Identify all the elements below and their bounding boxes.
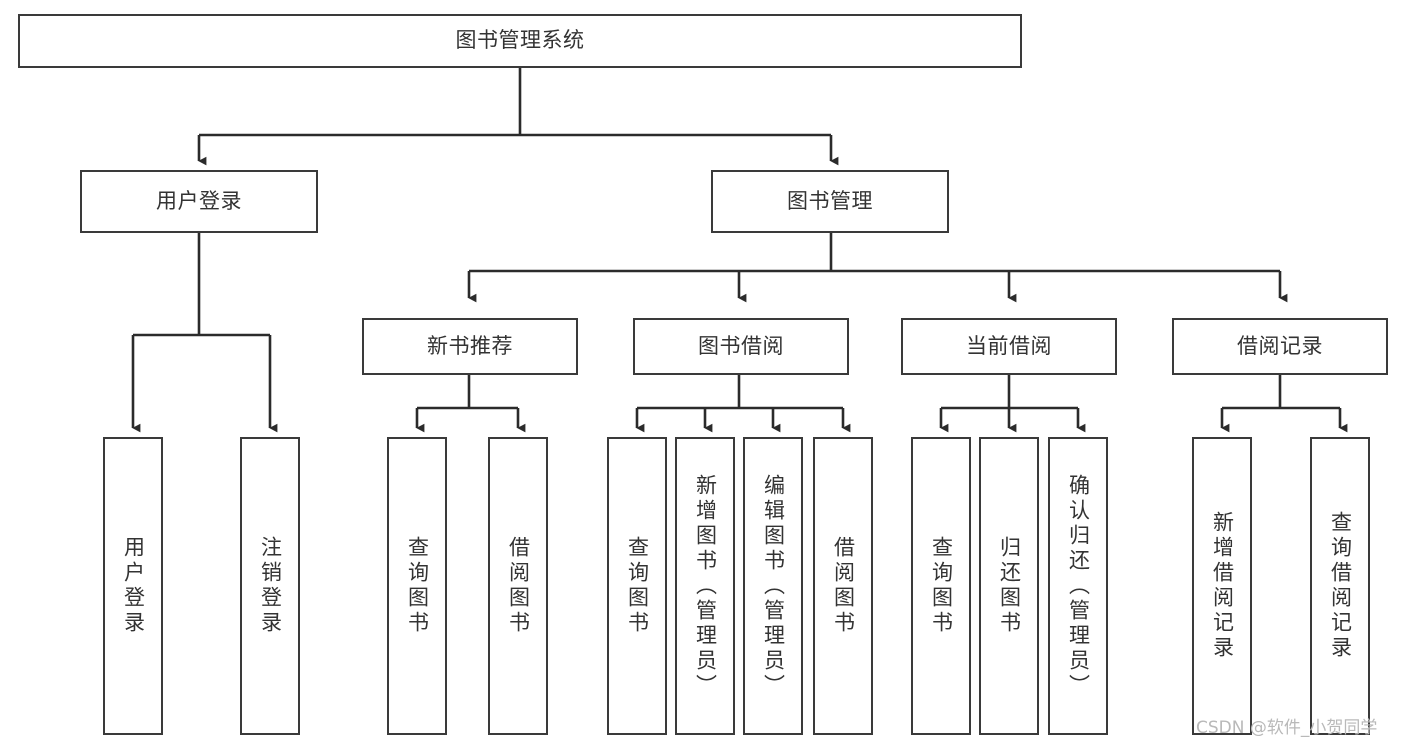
node-label: 借阅图书 (831, 536, 856, 636)
node-root-book-management-system[interactable]: 图书管理系统 (18, 14, 1022, 68)
node-label: 图书管理 (787, 188, 873, 213)
node-label: 查询图书 (625, 536, 650, 636)
leaf-record-add-borrow-record[interactable]: 新增借阅记录 (1192, 437, 1252, 735)
node-label: 确认归还（管理员） (1066, 473, 1091, 699)
edges-currentborrow-to-leaves (939, 375, 1086, 433)
node-label: 借阅图书 (506, 536, 531, 636)
node-label: 查询借阅记录 (1328, 511, 1353, 661)
leaf-current-query-book[interactable]: 查询图书 (911, 437, 971, 735)
leaf-current-return-book[interactable]: 归还图书 (979, 437, 1039, 735)
leaf-user-login[interactable]: 用户登录 (103, 437, 163, 735)
node-new-book-recommend[interactable]: 新书推荐 (362, 318, 578, 375)
edges-borrowrecord-to-leaves (1220, 375, 1348, 433)
leaf-logout[interactable]: 注销登录 (240, 437, 300, 735)
node-label: 当前借阅 (966, 333, 1052, 358)
node-label: 编辑图书（管理员） (761, 473, 786, 699)
leaf-current-confirm-return-admin[interactable]: 确认归还（管理员） (1048, 437, 1108, 735)
node-user-login[interactable]: 用户登录 (80, 170, 318, 233)
node-label: 新书推荐 (427, 333, 513, 358)
node-label: 借阅记录 (1237, 333, 1323, 358)
node-book-management[interactable]: 图书管理 (711, 170, 949, 233)
node-label: 用户登录 (121, 536, 146, 636)
node-label: 归还图书 (997, 536, 1022, 636)
node-label: 图书借阅 (698, 333, 784, 358)
node-label: 图书管理系统 (455, 28, 585, 53)
node-label: 新增借阅记录 (1210, 511, 1235, 661)
node-current-borrow[interactable]: 当前借阅 (901, 318, 1117, 375)
edges-root-to-level2 (197, 68, 839, 166)
node-label: 查询图书 (929, 536, 954, 636)
edges-bookborrow-to-leaves (635, 375, 851, 433)
leaf-record-query-borrow-record[interactable]: 查询借阅记录 (1310, 437, 1370, 735)
leaf-borrow-query-book[interactable]: 查询图书 (607, 437, 667, 735)
edges-newbook-to-leaves (415, 375, 526, 433)
node-label: 用户登录 (156, 188, 242, 213)
node-label: 注销登录 (258, 536, 283, 636)
node-label: 新增图书（管理员） (693, 473, 718, 699)
leaf-newbook-query-book[interactable]: 查询图书 (387, 437, 447, 735)
leaf-borrow-add-book-admin[interactable]: 新增图书（管理员） (675, 437, 735, 735)
edges-userlogin-to-leaves (131, 233, 278, 433)
leaf-borrow-borrow-book[interactable]: 借阅图书 (813, 437, 873, 735)
leaf-newbook-borrow-book[interactable]: 借阅图书 (488, 437, 548, 735)
edges-level2-to-level3 (467, 233, 1288, 303)
watermark-text: CSDN @软件_小贺同学 (1196, 718, 1378, 738)
node-book-borrow[interactable]: 图书借阅 (633, 318, 849, 375)
node-borrow-record[interactable]: 借阅记录 (1172, 318, 1388, 375)
node-label: 查询图书 (405, 536, 430, 636)
leaf-borrow-edit-book-admin[interactable]: 编辑图书（管理员） (743, 437, 803, 735)
